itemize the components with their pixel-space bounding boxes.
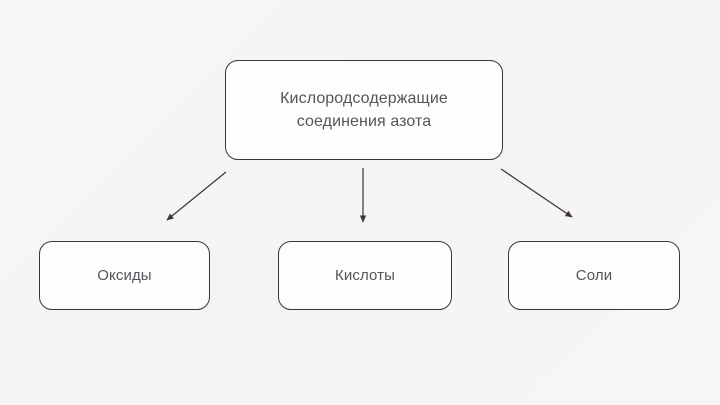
node-acids[interactable]: Кислоты [278,241,452,310]
node-salts-label: Соли [575,266,613,284]
node-salts[interactable]: Соли [508,241,680,310]
node-acids-label: Кислоты [335,266,395,284]
arrow-root-to-salts [500,168,573,218]
node-oxides-label: Оксиды [97,266,152,284]
arrow-root-to-oxides [166,171,227,221]
node-root-label: Кислородсодержащие соединения азота [280,89,448,130]
node-oxides[interactable]: Оксиды [39,241,210,310]
node-root[interactable]: Кислородсодержащие соединения азота [225,60,503,160]
